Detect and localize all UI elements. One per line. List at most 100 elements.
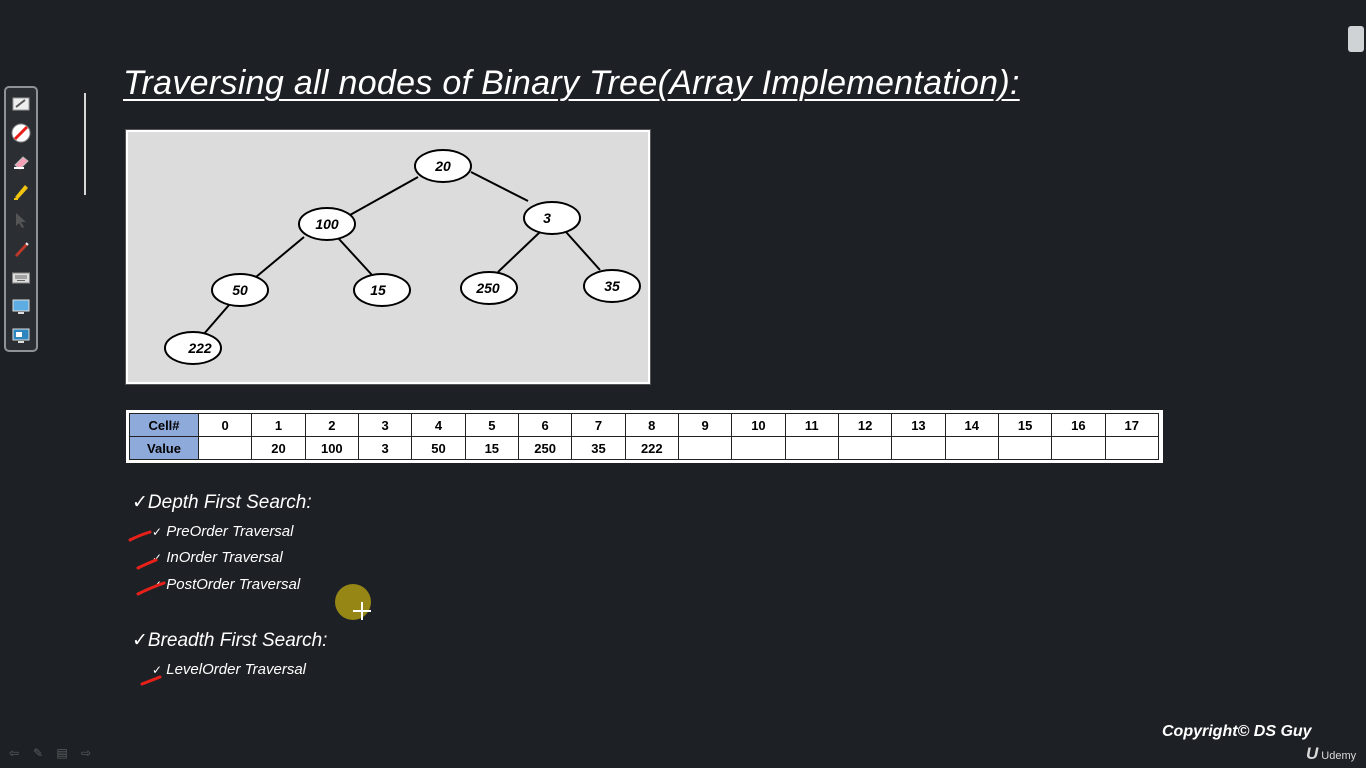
table-cell — [1104, 436, 1160, 460]
table-cell: 250 — [517, 436, 573, 460]
collapse-panel-button[interactable] — [1348, 26, 1364, 52]
table-cell: 5 — [464, 413, 519, 437]
table-cell — [731, 436, 786, 460]
tree-node: 250 — [460, 271, 518, 305]
check-icon: ✓ — [152, 663, 163, 677]
binary-tree-diagram: 20 100 3 50 15 250 35 222 — [125, 129, 651, 385]
dfs-heading: ✓Depth First Search: — [132, 491, 312, 514]
node-label: 50 — [232, 282, 248, 298]
highlighter-icon[interactable] — [11, 181, 31, 201]
table-cell: 100 — [304, 436, 359, 460]
keyboard-icon[interactable] — [11, 268, 31, 288]
row-header: Value — [129, 436, 199, 460]
node-label: 15 — [370, 282, 386, 298]
check-icon: ✓ — [132, 492, 148, 513]
dfs-heading-text: Depth First Search: — [147, 492, 312, 513]
pointer-icon[interactable] — [11, 210, 31, 230]
tree-edges — [202, 171, 601, 336]
menu-icon[interactable]: ▤ — [56, 746, 68, 760]
node-label: 222 — [187, 340, 212, 356]
table-cell: 2 — [304, 413, 359, 437]
table-cell: 16 — [1051, 413, 1106, 437]
tree-node: 50 — [211, 273, 269, 307]
next-slide-icon[interactable]: ⇨ — [80, 746, 92, 760]
table-cell: 14 — [944, 413, 999, 437]
table-cell: 6 — [517, 413, 573, 437]
bfs-item: ✓ LevelOrder Traversal — [152, 661, 306, 678]
annotation-toolbar — [4, 86, 38, 352]
table-cell: 50 — [411, 436, 466, 460]
slide-nav: ⇦ ✎ ▤ ⇨ — [6, 746, 94, 760]
previous-slide-icon[interactable]: ⇦ — [8, 746, 20, 760]
dfs-item: ✓ InOrder Traversal — [152, 549, 283, 566]
node-label: 100 — [315, 216, 339, 232]
table-cell: 13 — [891, 413, 946, 437]
table-cell — [1051, 436, 1106, 460]
dfs-item: ✓ PreOrder Traversal — [152, 523, 294, 540]
pen-icon[interactable] — [11, 239, 31, 259]
tree-node: 20 — [414, 149, 472, 183]
pen-annotation-mark — [136, 558, 158, 570]
eraser-icon[interactable] — [11, 152, 31, 172]
cursor-highlight — [335, 584, 371, 620]
value-row: Value 20 100 3 50 15 250 35 222 — [129, 436, 1160, 460]
bfs-item-label: LevelOrder Traversal — [166, 661, 307, 678]
bfs-heading-text: Breadth First Search: — [147, 630, 328, 651]
table-cell: 10 — [731, 413, 786, 437]
pen-annotation-mark — [128, 530, 152, 542]
pen-tool-icon[interactable]: ✎ — [32, 746, 44, 760]
table-cell — [677, 436, 733, 460]
table-cell — [784, 436, 839, 460]
tree-node: 35 — [583, 269, 641, 303]
bfs-heading: ✓Breadth First Search: — [132, 629, 327, 652]
table-cell: 15 — [464, 436, 519, 460]
table-cell: 7 — [571, 413, 626, 437]
whiteboard-icon[interactable] — [11, 94, 31, 114]
table-cell: 0 — [197, 413, 253, 437]
table-cell: 8 — [624, 413, 679, 437]
table-cell: 20 — [251, 436, 306, 460]
check-icon: ✓ — [152, 525, 163, 539]
dfs-item-label: InOrder Traversal — [166, 549, 283, 566]
table-cell: 1 — [251, 413, 306, 437]
table-cell: 17 — [1104, 413, 1160, 437]
table-cell: 35 — [571, 436, 626, 460]
udemy-brand-text: Udemy — [1321, 750, 1357, 762]
node-label: 20 — [434, 158, 451, 174]
table-cell — [837, 436, 893, 460]
table-cell — [944, 436, 999, 460]
node-label: 250 — [475, 280, 500, 296]
pen-annotation-mark — [140, 675, 162, 686]
array-table: Cell# 0 1 2 3 4 5 6 7 8 9 10 11 12 13 14… — [126, 410, 1163, 463]
table-cell: 222 — [624, 436, 679, 460]
table-cell: 11 — [784, 413, 839, 437]
table-cell — [997, 436, 1053, 460]
node-label: 3 — [543, 210, 551, 226]
tree-node: 3 — [523, 201, 581, 235]
table-cell: 3 — [357, 413, 413, 437]
table-cell — [197, 436, 253, 460]
table-cell: 12 — [837, 413, 893, 437]
slide-title: Traversing all nodes of Binary Tree(Arra… — [123, 64, 1020, 102]
table-cell: 3 — [357, 436, 413, 460]
udemy-logo-icon: U — [1306, 744, 1319, 763]
cell-index-row: Cell# 0 1 2 3 4 5 6 7 8 9 10 11 12 13 14… — [129, 413, 1160, 437]
copyright-text: Copyright© DS Guy — [1162, 723, 1312, 740]
pen-annotation-mark — [136, 581, 166, 596]
node-label: 35 — [604, 278, 620, 294]
table-cell: 4 — [411, 413, 466, 437]
table-cell: 9 — [677, 413, 733, 437]
table-cell — [891, 436, 946, 460]
crosshair-cursor-icon — [353, 602, 371, 620]
row-header: Cell# — [129, 413, 199, 437]
tree-node: 100 — [298, 207, 356, 241]
check-icon: ✓ — [152, 551, 163, 565]
table-cell: 15 — [997, 413, 1053, 437]
save-screen-icon[interactable] — [11, 326, 31, 346]
dfs-item: ✓ PostOrder Traversal — [152, 576, 300, 593]
tree-node: 15 — [353, 273, 411, 307]
no-pen-icon[interactable] — [11, 123, 31, 143]
check-icon: ✓ — [132, 630, 148, 651]
screen-icon[interactable] — [11, 297, 31, 317]
